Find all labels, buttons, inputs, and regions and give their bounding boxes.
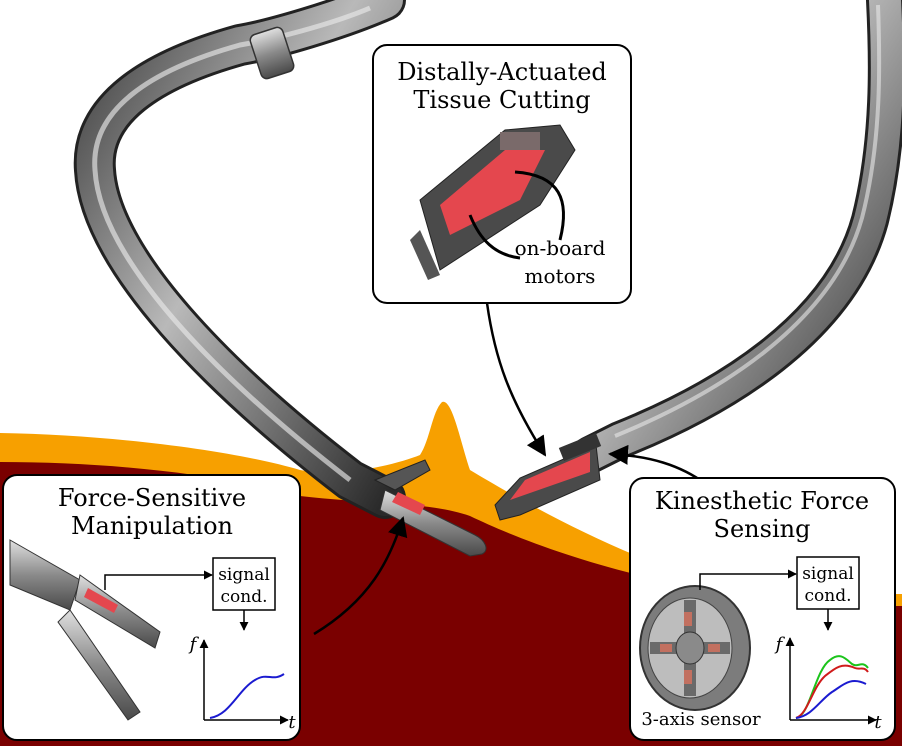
manipulation-title-line2: Manipulation [71, 512, 233, 540]
manipulation-title-line1: Force-Sensitive [58, 484, 246, 512]
sensing-title-line2: Sensing [714, 515, 811, 543]
callout-cutting: Distally-Actuated Tissue Cutting on-boar… [372, 44, 632, 304]
arrow-manipulation-to-gripper [313, 516, 408, 636]
gripper-closeup [9, 539, 161, 721]
sensor-label: 3-axis sensor [641, 709, 761, 730]
sense-block-line1: signal [802, 564, 854, 584]
cutting-annotation-line1: on-board [515, 236, 606, 260]
force-sensor-ring [639, 585, 751, 711]
arrow-cutting-to-tool [485, 302, 547, 457]
sense-x-label: t [874, 712, 882, 733]
sense-signal-block [796, 556, 860, 610]
manip-signal-block [212, 557, 276, 611]
sense-block-line2: cond. [805, 586, 852, 606]
robotic-arm-right [571, 0, 902, 474]
callout-sensing: Kinesthetic Force Sensing signal cond. f… [629, 477, 896, 741]
cutting-title-line2: Tissue Cutting [413, 86, 590, 114]
cutting-annotation-line2: motors [525, 264, 596, 288]
sense-signal-arrow-in [699, 569, 797, 590]
sense-curve-red [795, 664, 869, 719]
manip-x-label: t [288, 712, 296, 733]
cutting-title-line1: Distally-Actuated [397, 58, 607, 86]
callout-manipulation: Force-Sensitive Manipulation signal cond… [2, 474, 301, 741]
manip-force-curve [209, 673, 285, 719]
motor-pointer-line-2 [468, 214, 521, 260]
robotic-arm-left [73, 0, 406, 519]
cutting-tool [494, 433, 602, 521]
motor-pointer-line [514, 170, 565, 241]
manip-block-line1: signal [218, 565, 270, 585]
manip-block-line2: cond. [221, 587, 268, 607]
sense-curve-blue [795, 680, 867, 719]
sensing-title-line1: Kinesthetic Force [655, 487, 869, 515]
manip-signal-arrow-in [104, 570, 213, 590]
gripper-tool [373, 459, 487, 557]
